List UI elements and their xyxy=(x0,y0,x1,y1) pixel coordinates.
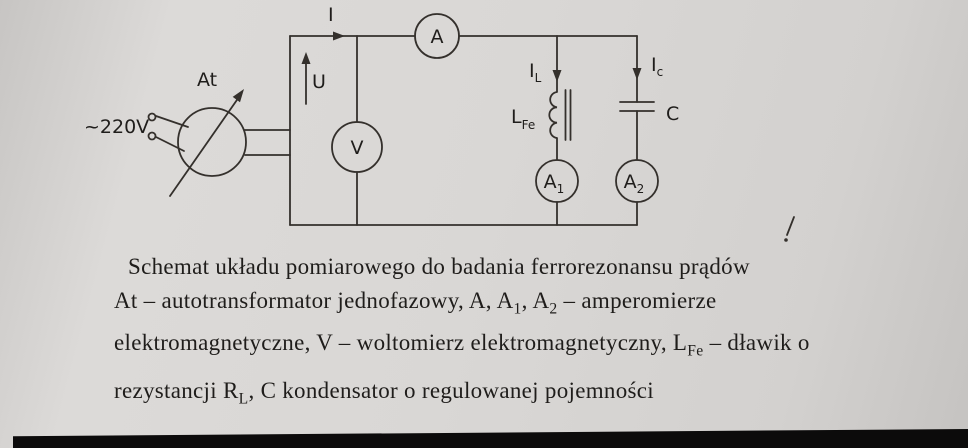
current-l-label: IL xyxy=(529,60,542,85)
inductor-label: LFe xyxy=(511,106,535,132)
label-main: A xyxy=(544,171,557,193)
caption-text: , A xyxy=(521,288,550,313)
source-terminal-icon xyxy=(147,112,157,122)
wire xyxy=(155,136,185,152)
current-arrow-icon xyxy=(333,31,345,41)
caption-text: – amperomierze xyxy=(557,288,717,313)
label-main: I xyxy=(529,60,535,82)
voltage-u-label: U xyxy=(312,71,326,93)
caption-line-4: rezystancji RL, C kondensator o regulowa… xyxy=(114,376,954,408)
ammeter-2-label: A2 xyxy=(624,171,645,196)
inductor-branch: IL LFe A1 xyxy=(511,35,579,226)
ammeter-main-label: A xyxy=(431,26,444,48)
autotransformer: At xyxy=(155,69,291,197)
label-sub: 2 xyxy=(637,182,645,196)
caption-text: Schemat układu pomiarowego do badania fe… xyxy=(128,254,750,279)
caption: Schemat układu pomiarowego do badania fe… xyxy=(114,252,954,408)
caption-text: , C kondensator o regulowanej pojemności xyxy=(248,378,654,403)
caption-text: elektromagnetyczne, V – woltomierz elekt… xyxy=(114,330,688,355)
ac-source: ~220V xyxy=(84,112,157,141)
caption-sub: L xyxy=(238,390,249,408)
current-l-arrow-icon xyxy=(552,70,562,82)
label-sub: c xyxy=(657,65,664,79)
caption-line-1: Schemat układu pomiarowego do badania fe… xyxy=(114,252,954,282)
stray-mark xyxy=(784,216,795,242)
caption-sub: 1 xyxy=(513,300,522,318)
caption-text: At – autotransformator jednofazowy, A, A xyxy=(114,288,514,313)
capacitor-label: C xyxy=(666,103,679,125)
inductor-coil-icon xyxy=(548,91,558,139)
ammeter-main-body-icon xyxy=(414,13,460,59)
circuit-diagram: ~220V At I U xyxy=(84,4,795,242)
caption-line-3: elektromagnetyczne, V – woltomierz elekt… xyxy=(114,328,954,360)
stray-dot-icon xyxy=(784,238,788,242)
label-sub: L xyxy=(535,71,542,85)
label-main: A xyxy=(624,171,637,193)
source-voltage-label: ~220V xyxy=(84,116,149,138)
caption-sub: Fe xyxy=(687,342,704,360)
voltmeter: V xyxy=(331,35,383,226)
ammeter-1-label: A1 xyxy=(544,171,565,196)
caption-text: rezystancji R xyxy=(114,378,239,403)
label-sub: Fe xyxy=(522,118,536,132)
source-terminal-icon xyxy=(147,131,157,141)
current-c-label: Ic xyxy=(651,54,663,79)
bus-wires: I U xyxy=(289,4,638,226)
voltmeter-label: V xyxy=(351,137,364,159)
arrowhead-icon xyxy=(301,52,311,64)
autotransformer-label: At xyxy=(197,69,217,91)
label-main: I xyxy=(651,54,657,76)
current-main-label: I xyxy=(328,4,334,26)
arrowhead-icon xyxy=(232,89,244,103)
stray-stroke-icon xyxy=(786,216,795,236)
label-sub: 1 xyxy=(557,182,565,196)
label-main: L xyxy=(511,106,522,128)
ammeter-main: A xyxy=(414,13,460,59)
caption-line-2: At – autotransformator jednofazowy, A, A… xyxy=(114,286,954,318)
photo-edge-strip xyxy=(13,429,968,448)
capacitor-branch: Ic C A2 xyxy=(615,35,679,226)
autotransformer-body-icon xyxy=(177,107,247,177)
caption-sub: 2 xyxy=(549,300,558,318)
caption-text: – dławik o xyxy=(703,330,810,355)
current-c-arrow-icon xyxy=(632,68,642,80)
autotransformer-adjust-arrow-icon xyxy=(169,96,240,197)
